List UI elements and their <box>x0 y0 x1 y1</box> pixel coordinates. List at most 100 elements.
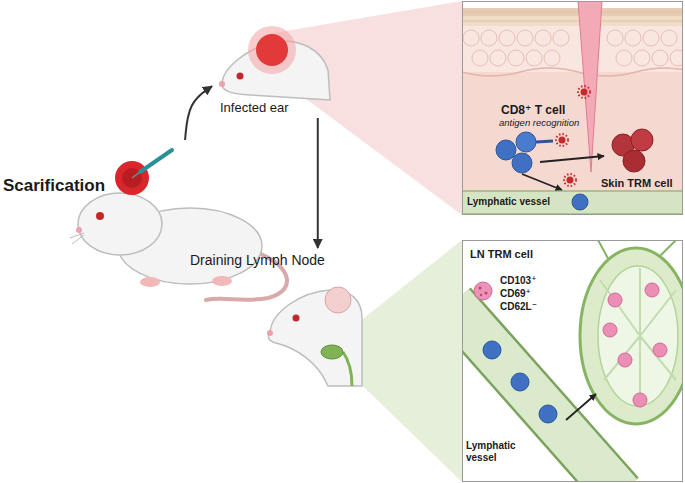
epidermis-cell <box>607 30 623 46</box>
epidermis-cell <box>634 50 650 66</box>
skin-section <box>462 1 683 214</box>
lymph-node-section <box>600 268 676 404</box>
skin-section <box>462 12 683 21</box>
mouse-head-illustration <box>321 345 343 359</box>
text-slot: LN TRM cell <box>470 248 533 261</box>
epidermis-cell <box>643 30 659 46</box>
mouse-illustration <box>140 150 172 172</box>
mouse-head-illustration <box>219 26 330 100</box>
text-slot: Draining Lymph Node <box>190 252 325 268</box>
node-label: Lymphatic vessel <box>466 440 524 463</box>
skin-section <box>462 1 683 191</box>
text-slot: Lymphatic vessel <box>466 440 524 463</box>
lymph-node-section <box>462 240 683 482</box>
t-cell <box>511 373 529 391</box>
node-note: CD103⁺ CD69⁺ CD62L⁻ <box>500 274 554 313</box>
ln-trm-cell <box>645 283 659 297</box>
skin-section <box>462 1 683 8</box>
t-cell <box>496 132 553 173</box>
ln-trm-cell <box>603 283 667 407</box>
mouse-head-illustration <box>267 330 273 336</box>
epidermis-cell <box>490 50 506 66</box>
epidermis-cell <box>535 30 551 46</box>
epidermis-cell <box>616 50 632 66</box>
epidermis-cell <box>544 50 560 66</box>
epidermis-cell <box>508 50 524 66</box>
arrow <box>540 156 604 162</box>
mouse-head-illustration <box>325 287 351 313</box>
trm-cell <box>612 129 653 172</box>
arrow <box>522 174 562 190</box>
t-cell <box>572 194 588 210</box>
t-cell <box>496 140 516 160</box>
epidermis-cell <box>499 30 515 46</box>
mouse-illustration <box>115 161 149 195</box>
virus-particle <box>578 86 590 98</box>
epidermis-cell <box>625 30 641 46</box>
mouse-illustration <box>78 193 162 255</box>
ln-trm-cell <box>653 343 667 357</box>
text-slot: Skin TRM cell <box>601 177 673 190</box>
mouse-figure: Infected ear <box>212 12 335 118</box>
epidermis-cell <box>652 50 668 66</box>
text-slot: antigen recognition <box>499 118 579 129</box>
t-cell <box>483 341 557 423</box>
node-note: Skin TRM cell <box>601 177 673 190</box>
zoom-band <box>268 1 462 215</box>
mouse-illustration <box>140 277 160 287</box>
epidermis-cell <box>517 30 533 46</box>
virus-particle <box>581 89 588 96</box>
mouse-head-illustration <box>256 34 288 66</box>
virus-particle <box>564 174 576 186</box>
mouse-head-illustration <box>293 315 300 322</box>
ln-trm-cell-icon <box>474 282 492 300</box>
node-label: Infected ear <box>220 101 289 116</box>
mouse-illustration <box>212 276 232 286</box>
node-label: Scarification <box>3 176 105 196</box>
epidermis-cell <box>670 50 683 66</box>
mouse-head-illustration <box>219 81 225 87</box>
text-slot: Lymphatic vessel <box>467 196 550 208</box>
node-label: CD8⁺ T cell <box>501 104 565 118</box>
mouse-head-illustration <box>248 26 296 74</box>
ln-trm-cell-icon <box>480 294 482 296</box>
text-slot: Scarification <box>3 176 105 196</box>
t-cell <box>516 132 536 152</box>
mouse-illustration <box>70 233 84 244</box>
ln-trm-cell-icon <box>479 287 482 290</box>
lymphatic-vessel-band: Lymphatic vessel <box>462 191 683 214</box>
mouse-illustration <box>70 150 287 300</box>
text-slot: Infected ear <box>220 101 289 116</box>
lymph-node-section <box>598 266 678 406</box>
zoom-panel: CD8⁺ T cellantigen recognitionSkin TRM c… <box>462 1 683 215</box>
trm-cell <box>631 129 653 151</box>
t-cell <box>483 341 501 359</box>
skin-section <box>462 191 683 214</box>
ln-trm-cell-icon <box>485 292 488 295</box>
epidermis-cell <box>472 50 488 66</box>
virus-particle <box>567 177 574 184</box>
epidermis-cell <box>661 30 677 46</box>
ln-trm-cell <box>633 393 647 407</box>
lymphatic-vessel: Lymphatic vessel <box>462 300 612 482</box>
mouse-head-illustration <box>237 73 244 80</box>
epidermis-cell <box>463 30 683 66</box>
t-cell <box>536 141 553 142</box>
node-label: Draining Lymph Node <box>190 252 325 268</box>
mouse-figure: Scarification <box>0 140 275 305</box>
mouse-illustration <box>76 227 82 233</box>
mouse-head-illustration <box>267 287 362 386</box>
node-label: LN TRM cell <box>470 248 533 261</box>
mouse-head-illustration <box>343 352 352 386</box>
epidermis-cell <box>553 30 569 46</box>
node-note: antigen recognition <box>499 118 579 129</box>
ln-trm-cell <box>608 293 622 307</box>
lymph-node-section <box>580 248 683 424</box>
virus-particle <box>559 137 566 144</box>
epidermis-cell <box>463 30 479 46</box>
epidermis-cell <box>481 30 497 46</box>
flow-arrow <box>317 118 319 248</box>
